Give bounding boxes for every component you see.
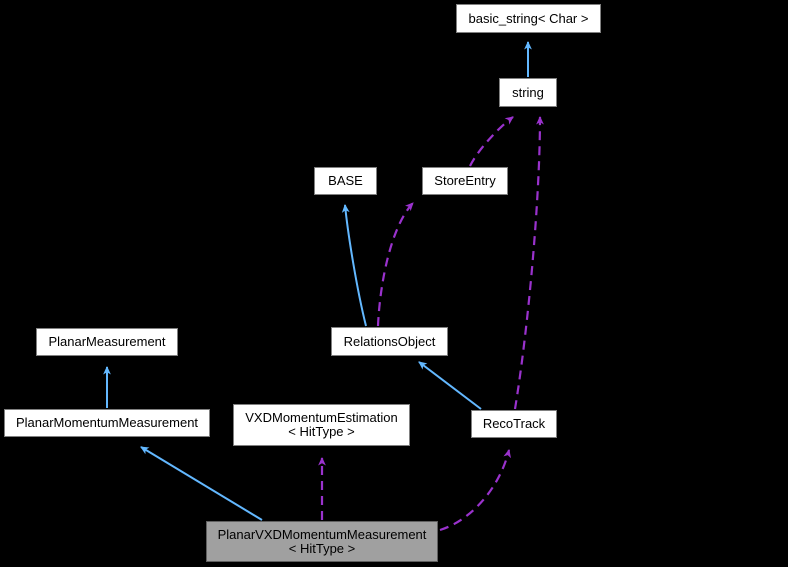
node-base[interactable]: BASE xyxy=(314,167,377,195)
edge-reco-track-to-string xyxy=(513,116,544,410)
edge-planar-vxd-to-reco-track xyxy=(439,449,512,532)
node-label: PlanarMomentumMeasurement xyxy=(15,415,199,430)
node-label: PlanarVXDMomentumMeasurement xyxy=(217,526,427,542)
node-planar-vxd-momentum-measurement[interactable]: PlanarVXDMomentumMeasurement < HitType > xyxy=(206,521,438,562)
edge-store-entry-to-string xyxy=(469,116,514,167)
node-label: BASE xyxy=(328,173,363,188)
node-basic-string[interactable]: basic_string< Char > xyxy=(456,4,601,33)
node-vxd-momentum-estimation[interactable]: VXDMomentumEstimation < HitType > xyxy=(233,404,410,446)
edge-relations-object-to-base xyxy=(341,204,367,327)
node-planar-momentum-measurement[interactable]: PlanarMomentumMeasurement xyxy=(4,409,210,437)
node-planar-measurement[interactable]: PlanarMeasurement xyxy=(36,328,178,356)
node-store-entry[interactable]: StoreEntry xyxy=(422,167,508,195)
node-label: basic_string< Char > xyxy=(468,10,589,26)
node-label: PlanarMeasurement xyxy=(48,334,166,349)
node-label: RecoTrack xyxy=(482,416,546,431)
node-relations-object[interactable]: RelationsObject xyxy=(331,327,448,356)
node-label-line2: < HitType > xyxy=(288,540,356,556)
edge-relations-object-to-store-entry xyxy=(376,202,414,327)
node-string[interactable]: string xyxy=(499,78,557,107)
edge-reco-track-to-relations-object xyxy=(418,361,482,410)
node-label: string xyxy=(512,84,544,100)
node-label: VXDMomentumEstimation xyxy=(245,410,398,425)
node-reco-track[interactable]: RecoTrack xyxy=(471,410,557,438)
node-label-line2: < HitType > xyxy=(288,424,355,439)
node-label: RelationsObject xyxy=(343,333,436,349)
node-label: StoreEntry xyxy=(434,173,496,188)
edge-planar-vxd-to-planar-momentum xyxy=(140,446,263,521)
